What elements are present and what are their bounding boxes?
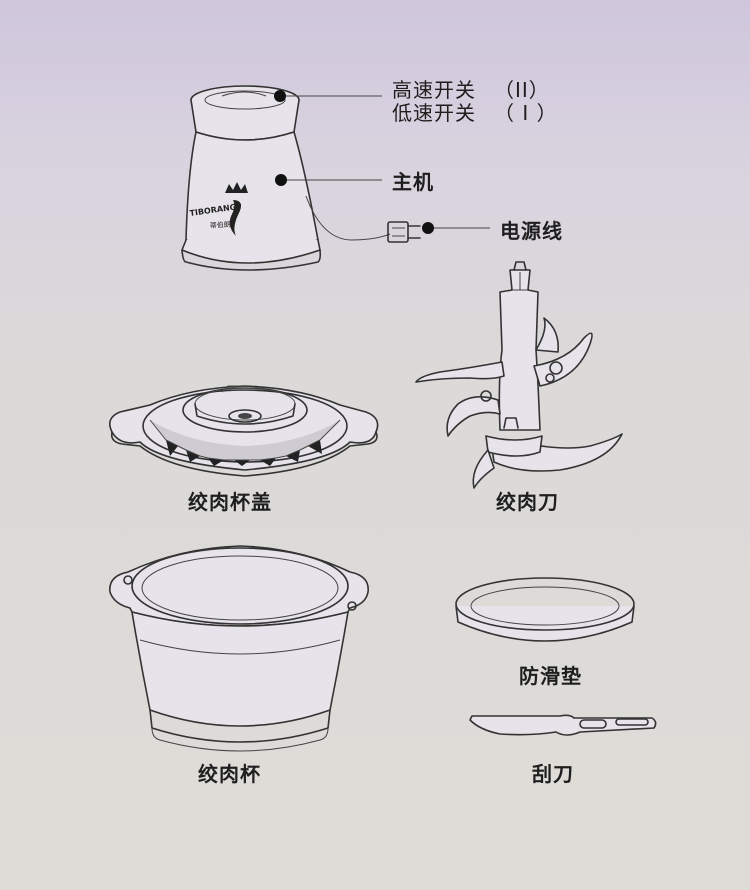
bowl-illustration	[109, 545, 369, 752]
power-plug	[387, 221, 421, 243]
low-speed-switch-label: 低速开关 （ I ）	[392, 97, 558, 126]
main-unit-illustration: TIBORANG 蒂伯朗	[181, 85, 490, 271]
bowl-lid-illustration	[109, 385, 379, 477]
brand-logo-chinese: 蒂伯朗	[210, 220, 232, 230]
bowl-lid-label: 绞肉杯盖	[188, 490, 272, 514]
blade-illustration	[415, 261, 623, 489]
spatula-illustration	[469, 714, 657, 736]
high-speed-switch-label: 高速开关 （II）	[392, 74, 550, 103]
low-speed-switch-symbol: （ I ）	[494, 101, 558, 125]
bowl-label: 绞肉杯	[198, 762, 261, 786]
power-cord-label: 电源线	[500, 219, 563, 243]
anti-slip-pad-illustration	[455, 577, 635, 642]
low-speed-switch-text: 低速开关	[392, 101, 476, 125]
switch-callout-dot	[274, 90, 286, 102]
blade-label: 绞肉刀	[496, 490, 559, 514]
power-cord-callout-dot	[422, 222, 434, 234]
main-unit-callout-dot	[275, 174, 287, 186]
spatula-label: 刮刀	[532, 762, 574, 786]
anti-slip-pad-label: 防滑垫	[519, 664, 582, 688]
high-speed-switch-text: 高速开关	[392, 78, 476, 102]
high-speed-switch-symbol: （II）	[494, 78, 550, 102]
main-unit-label: 主机	[392, 170, 434, 194]
